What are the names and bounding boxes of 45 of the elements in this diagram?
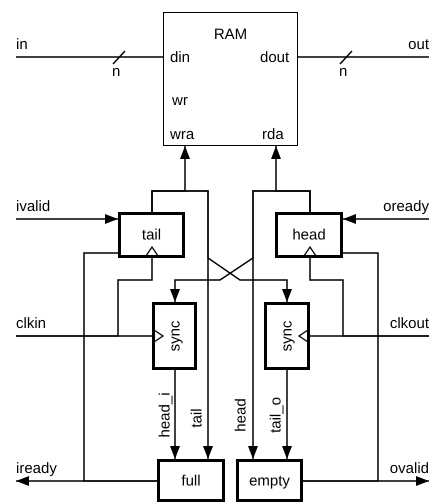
port-label: wra (170, 127, 194, 142)
signal-arrow (303, 246, 429, 337)
edge-label: tail (190, 407, 204, 429)
signal-name: ivalid (16, 199, 50, 219)
block-label: sync (167, 320, 182, 352)
block-label: RAM (214, 27, 248, 42)
port-label: wr (172, 93, 188, 108)
port-label: din (170, 50, 190, 65)
memory-block (163, 12, 298, 146)
signal-arrow (170, 370, 180, 459)
logic-block (275, 212, 343, 258)
signal-arrow (16, 246, 159, 337)
signal-name: ovalid (390, 461, 429, 481)
port-label: dout (260, 50, 290, 65)
logic-block (157, 459, 225, 502)
signal-name: iready (16, 461, 57, 481)
port-label: rda (262, 127, 284, 142)
bus-width-label: n (112, 64, 120, 79)
signal-wire (303, 252, 379, 482)
edge-label: head_i (158, 391, 172, 439)
logic-block (236, 459, 303, 502)
bus-width-label: n (339, 64, 348, 79)
signal-arrow (170, 190, 311, 302)
edge-label: head (234, 397, 248, 433)
block-label: sync (280, 320, 294, 352)
signal-arrow (151, 190, 292, 302)
signal-arrow (282, 370, 292, 459)
block-label: empty (249, 473, 290, 488)
block-label: full (181, 473, 201, 488)
signal-wire (83, 252, 157, 482)
signal-name: in (16, 37, 28, 57)
signal-name: oready (383, 199, 429, 219)
edge-label: tail_o (268, 396, 284, 434)
block-label: head (292, 228, 326, 242)
signal-wire (16, 56, 163, 58)
signal-name: clkout (390, 316, 429, 336)
signal-name: out (408, 37, 429, 57)
signal-wire (298, 56, 429, 58)
signal-arrow (16, 214, 118, 224)
block-label: tail (142, 228, 162, 242)
logic-block (264, 302, 310, 370)
logic-block (152, 302, 197, 370)
signal-arrow (343, 214, 429, 224)
logic-block (118, 212, 185, 258)
signal-name: clkin (16, 316, 46, 336)
